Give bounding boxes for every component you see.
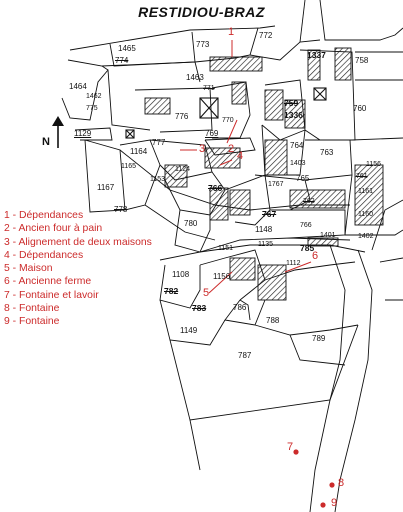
parcel-label: 1167	[97, 183, 115, 192]
parcel-label: 776	[175, 112, 189, 121]
map-number-8: 8	[338, 477, 345, 489]
parcel-label: 764	[290, 141, 304, 150]
fountain-7-dot	[293, 449, 299, 455]
legend-item: 6 - Ancienne ferme	[4, 276, 92, 288]
parcel-label: 1153	[150, 176, 166, 183]
legend: 1 - Dépendances 2 - Ancien four à pain 3…	[4, 209, 179, 329]
map-number-7: 7	[287, 441, 294, 453]
parcel-label: 769	[205, 129, 219, 138]
parcel-label: 766	[208, 183, 223, 193]
parcel-label: 780	[184, 219, 198, 228]
symbols	[125, 87, 327, 139]
parcel-label: 1108	[172, 270, 190, 279]
map-number-5: 5	[203, 287, 210, 299]
parcel-label: 783	[192, 303, 207, 313]
parcel-label: 763	[320, 148, 334, 157]
parcel-label: 1403	[290, 160, 306, 167]
parcel-label: 786	[233, 303, 247, 312]
parcel-label: 767	[262, 209, 277, 219]
parcel-label: 1151	[218, 245, 234, 252]
parcel-label: 778	[114, 205, 128, 214]
map-number-2: 2	[228, 143, 235, 155]
parcel-label: 1135	[258, 241, 274, 248]
legend-item: 3 - Alignement de deux maisons	[4, 236, 152, 248]
legend-item: 2 - Ancien four à pain	[4, 223, 103, 235]
callout-arrows	[180, 40, 312, 294]
parcel-label: 770	[222, 117, 234, 124]
parcel-label: 775	[86, 105, 98, 112]
parcel-label: 771	[203, 85, 215, 92]
parcel-label: 1402	[358, 233, 374, 240]
fountain-9-dot	[320, 502, 326, 508]
parcel-label: 772	[259, 31, 273, 40]
parcel-label: 774	[115, 56, 129, 65]
parcel-label: 762	[303, 198, 315, 205]
parcel-label: 782	[164, 286, 179, 296]
fountain-8-dot	[329, 482, 335, 488]
parcel-label: 1160	[358, 211, 374, 218]
parcel-label: 1463	[186, 73, 204, 82]
parcel-label: 1148	[255, 225, 273, 234]
parcel-label: 1161	[358, 188, 374, 195]
parcel-label: 758	[355, 56, 369, 65]
parcel-label: 773	[196, 40, 210, 49]
north-label: N	[42, 136, 50, 148]
legend-item: 1 - Dépendances	[4, 210, 84, 221]
map-number-4: 4	[237, 150, 244, 162]
parcel-label: 1465	[118, 44, 136, 53]
parcel-label: 759	[284, 98, 299, 108]
building-5	[229, 257, 256, 281]
legend-item: 8 - Fontaine	[4, 303, 60, 315]
map-title: RESTIDIOU-BRAZ	[138, 4, 265, 20]
parcel-label: 787	[238, 351, 252, 360]
building-1	[209, 56, 263, 72]
parcel-label: 1462	[86, 93, 102, 100]
parcel-label: 1164	[130, 147, 148, 156]
parcel-label: 1337	[307, 50, 326, 60]
parcel-label: 1156	[366, 161, 382, 168]
building-4	[204, 147, 241, 169]
parcel-label: 1401	[320, 232, 336, 239]
map-number-3: 3	[199, 143, 206, 155]
parcel-label: 761	[356, 173, 368, 180]
parcel-label: 1149	[180, 326, 198, 335]
map-number-9: 9	[331, 497, 338, 509]
parcel-label: 1112	[286, 260, 301, 267]
building-6	[257, 264, 287, 301]
legend-item: 9 - Fontaine	[4, 316, 60, 328]
parcel-label: 789	[312, 334, 326, 343]
parcel-label: 1165	[121, 163, 137, 170]
parcel-label: 765	[296, 174, 310, 183]
fountain-dots	[293, 449, 335, 508]
parcel-label: 1156	[213, 272, 231, 281]
parcel-label: 1464	[69, 82, 87, 91]
buildings	[144, 47, 384, 301]
parcel-label: 785	[300, 243, 315, 253]
parcel-label: 1767	[268, 181, 284, 188]
parcel-label: 1336	[284, 110, 303, 120]
legend-item: 7 - Fontaine et lavoir	[4, 289, 99, 301]
parcel-label: 788	[266, 316, 280, 325]
legend-item: 5 - Maison	[4, 263, 53, 275]
parcel-label: 766	[300, 222, 312, 229]
north-arrow	[52, 116, 64, 148]
legend-item: 4 - Dépendances	[4, 249, 84, 261]
map-number-1: 1	[228, 26, 235, 38]
parcel-label: 1124	[175, 166, 191, 173]
parcel-label: 777	[152, 138, 166, 147]
map-number-6: 6	[312, 250, 319, 262]
parcel-label: 1129	[74, 129, 92, 138]
parcel-label: 760	[353, 104, 367, 113]
